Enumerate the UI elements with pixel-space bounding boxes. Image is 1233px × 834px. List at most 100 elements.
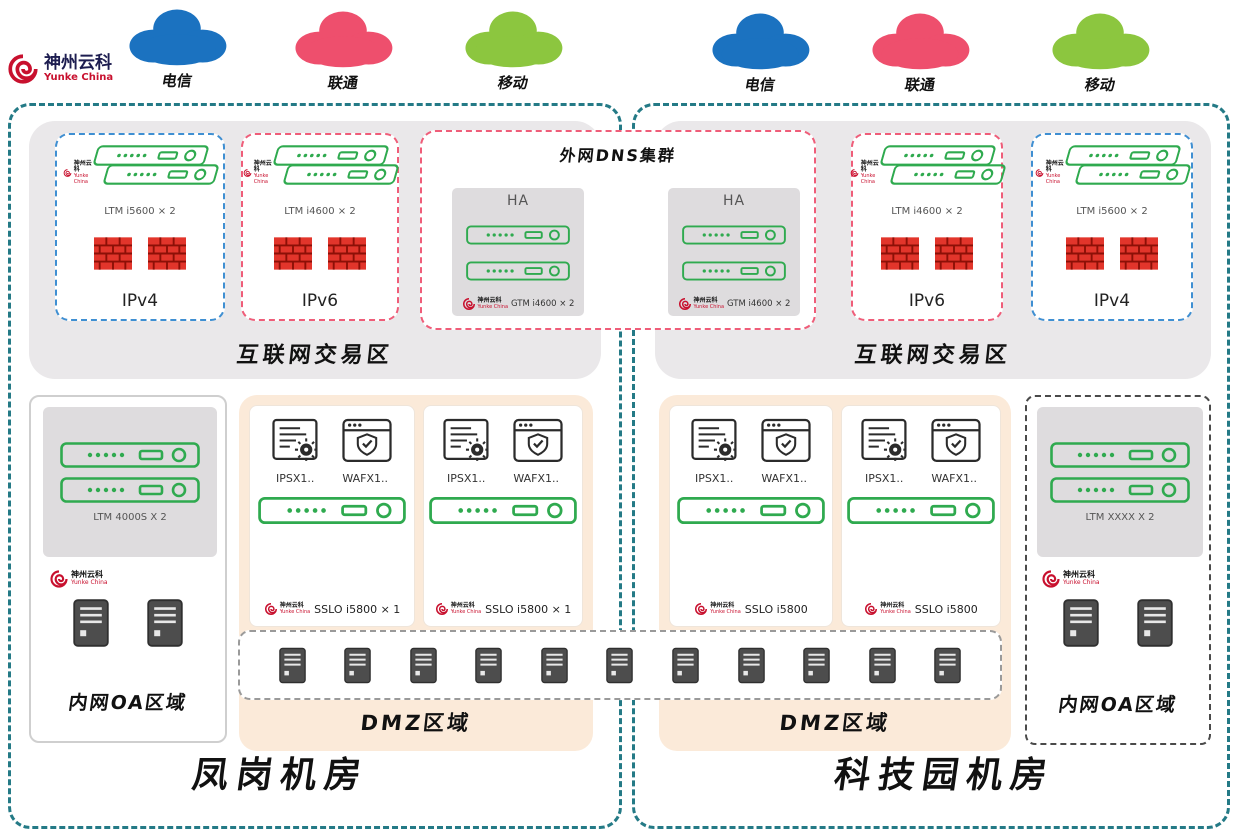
- ipv6-label: IPv6: [301, 290, 339, 311]
- red-swirl-icon: [850, 169, 859, 177]
- isp-label: 电信: [160, 72, 194, 90]
- ltm-appliance-icon: [60, 441, 200, 468]
- yunke-brand-logo: 神州云科 Yunke China: [6, 52, 113, 86]
- mini-logo-title: 神州云科: [477, 296, 502, 304]
- ltm-model-label: LTM i5600 × 2: [1076, 205, 1148, 217]
- internet-zone-label: 互联网交易区: [853, 343, 1013, 368]
- red-swirl-icon: [865, 602, 878, 615]
- server-icon: [606, 647, 634, 683]
- server-icon: [409, 647, 437, 683]
- mini-logo-title: 神州云科: [860, 159, 879, 174]
- red-swirl-icon: [462, 297, 475, 310]
- isp-label: 联通: [326, 74, 360, 92]
- ltm-group-box: LTM XXXX X 2: [1037, 407, 1203, 557]
- gtm-appliance-icon: [682, 261, 786, 281]
- ips-model-label: IPSX1..: [694, 472, 734, 485]
- ltm-appliance-icon: [880, 145, 996, 166]
- firewall-icon: [881, 237, 919, 270]
- mini-logo-subtitle: Yunke China: [880, 608, 911, 615]
- mini-logo-title: 神州云科: [710, 601, 735, 609]
- waf-model-label: WAFX1..: [761, 472, 808, 485]
- server-icon: [1063, 599, 1099, 647]
- mini-logo-title: 神州云科: [71, 570, 103, 580]
- dns-cluster-title: 外网DNS集群: [558, 146, 677, 165]
- red-swirl-icon: [264, 602, 277, 615]
- ltm-appliance-icon: [60, 476, 200, 503]
- mini-logo-subtitle: Yunke China: [710, 608, 741, 615]
- firewall-pair: [94, 237, 186, 270]
- ltm-model-label: LTM i4600 × 2: [284, 205, 356, 217]
- isp-label: 移动: [1083, 76, 1117, 94]
- sslo-model-label: SSLO i5800: [744, 602, 808, 616]
- server-icon: [344, 647, 371, 683]
- server-icon: [475, 647, 503, 683]
- mini-logo-title: 神州云科: [1063, 570, 1095, 580]
- mini-logo-subtitle: Yunke China: [279, 608, 311, 615]
- dmz-server-farm-row: [238, 630, 1002, 700]
- ipv4-label: IPv4: [1093, 290, 1131, 311]
- mini-logo-subtitle: Yunke China: [450, 608, 482, 615]
- mini-logo-title: 神州云科: [73, 159, 92, 174]
- security-icons: [442, 418, 564, 465]
- server-icon: [541, 647, 568, 683]
- datacenter-name: 凤岗机房: [189, 755, 372, 796]
- sslo-model-label: SSLO i5800: [914, 602, 978, 616]
- isp-cloud-unicom-left: 联通: [278, 6, 408, 93]
- gtm-appliance-icon: [466, 225, 570, 245]
- firewall-pair: [1066, 237, 1158, 270]
- waf-model-label: WAFX1..: [342, 472, 389, 485]
- ips-model-label: IPSX1..: [446, 472, 486, 485]
- gtm-model-label: GTM i4600 × 2: [727, 299, 791, 309]
- server-icon: [672, 647, 699, 683]
- red-swirl-icon: [243, 169, 252, 177]
- ltm-appliance-icon: [273, 145, 389, 166]
- isp-cloud-unicom-right: 联通: [855, 8, 985, 95]
- mini-logo-subtitle: Yunke China: [1045, 173, 1061, 185]
- red-swirl-icon: [8, 54, 38, 84]
- red-swirl-icon: [435, 602, 448, 615]
- red-swirl-icon: [63, 169, 72, 177]
- isp-label: 联通: [903, 76, 937, 94]
- ltm-model-label: LTM 4000S X 2: [93, 511, 167, 523]
- ips-icon: [272, 418, 318, 461]
- ltm-appliance-icon: [890, 164, 1006, 185]
- red-swirl-icon: [1042, 570, 1060, 588]
- isp-cloud-telecom-right: 电信: [695, 8, 825, 95]
- server-icon: [934, 647, 962, 683]
- security-icons: [690, 418, 812, 465]
- waf-icon: [931, 418, 981, 463]
- mini-logo-title: 神州云科: [450, 601, 475, 609]
- red-swirl-icon: [678, 297, 691, 310]
- waf-icon: [513, 418, 563, 463]
- mini-logo-title: 神州云科: [1045, 159, 1064, 174]
- mini-logo-subtitle: Yunke China: [71, 579, 108, 587]
- ips-model-label: IPSX1..: [275, 472, 315, 485]
- mini-logo-subtitle: Yunke China: [73, 173, 89, 185]
- cloud-icon: [295, 11, 393, 68]
- sslo-appliance-icon: [258, 496, 406, 525]
- mini-logo-subtitle: Yunke China: [693, 303, 725, 310]
- firewall-pair: [881, 237, 973, 270]
- sslo-model-label: SSLO i5800 × 1: [485, 602, 572, 616]
- firewall-icon: [935, 237, 973, 270]
